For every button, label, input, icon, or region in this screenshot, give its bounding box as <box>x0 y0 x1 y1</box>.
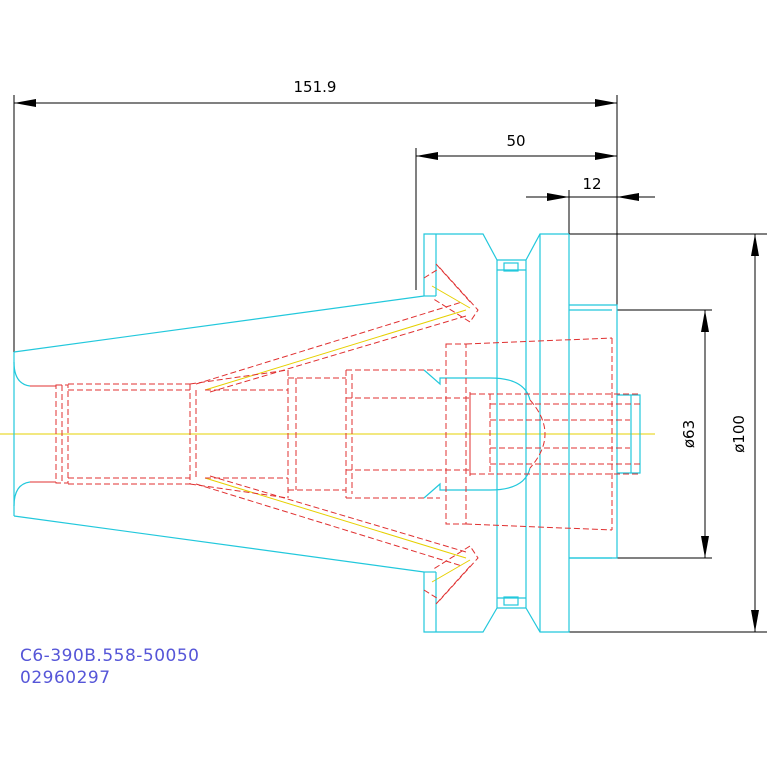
flange-length-label: 50 <box>506 132 525 150</box>
overall-length-label: 151.9 <box>294 78 337 96</box>
shank-offset-label: 12 <box>582 175 601 193</box>
hidden-lines <box>55 263 640 605</box>
part-code: C6-390B.558-50050 <box>20 646 200 666</box>
dimension-lines <box>13 95 767 633</box>
shank-diameter-label: ø63 <box>680 420 698 448</box>
part-number: 02960297 <box>20 668 111 688</box>
part-outline <box>13 233 641 633</box>
flange-diameter-label: ø100 <box>730 415 748 453</box>
section-details <box>30 385 471 483</box>
dimension-arrows <box>14 99 759 632</box>
coolant-channel-axes <box>204 285 471 583</box>
